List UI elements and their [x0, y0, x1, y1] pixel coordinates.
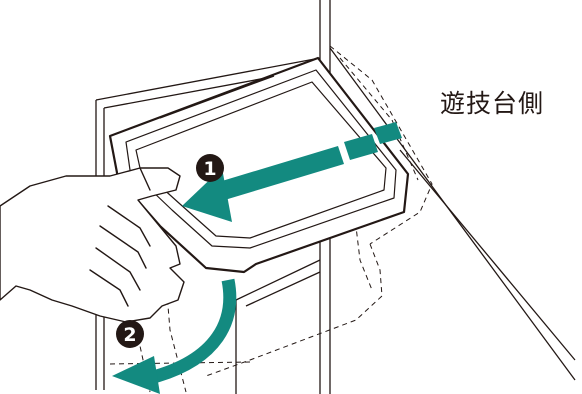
step-number-2: 2: [123, 324, 136, 346]
step-number-1: 1: [203, 158, 216, 180]
step-badge-2: 2: [116, 320, 144, 348]
hand-illustration: [0, 168, 184, 322]
machine-side-label: 遊技台側: [440, 84, 544, 120]
step-badge-1: 1: [196, 154, 224, 182]
